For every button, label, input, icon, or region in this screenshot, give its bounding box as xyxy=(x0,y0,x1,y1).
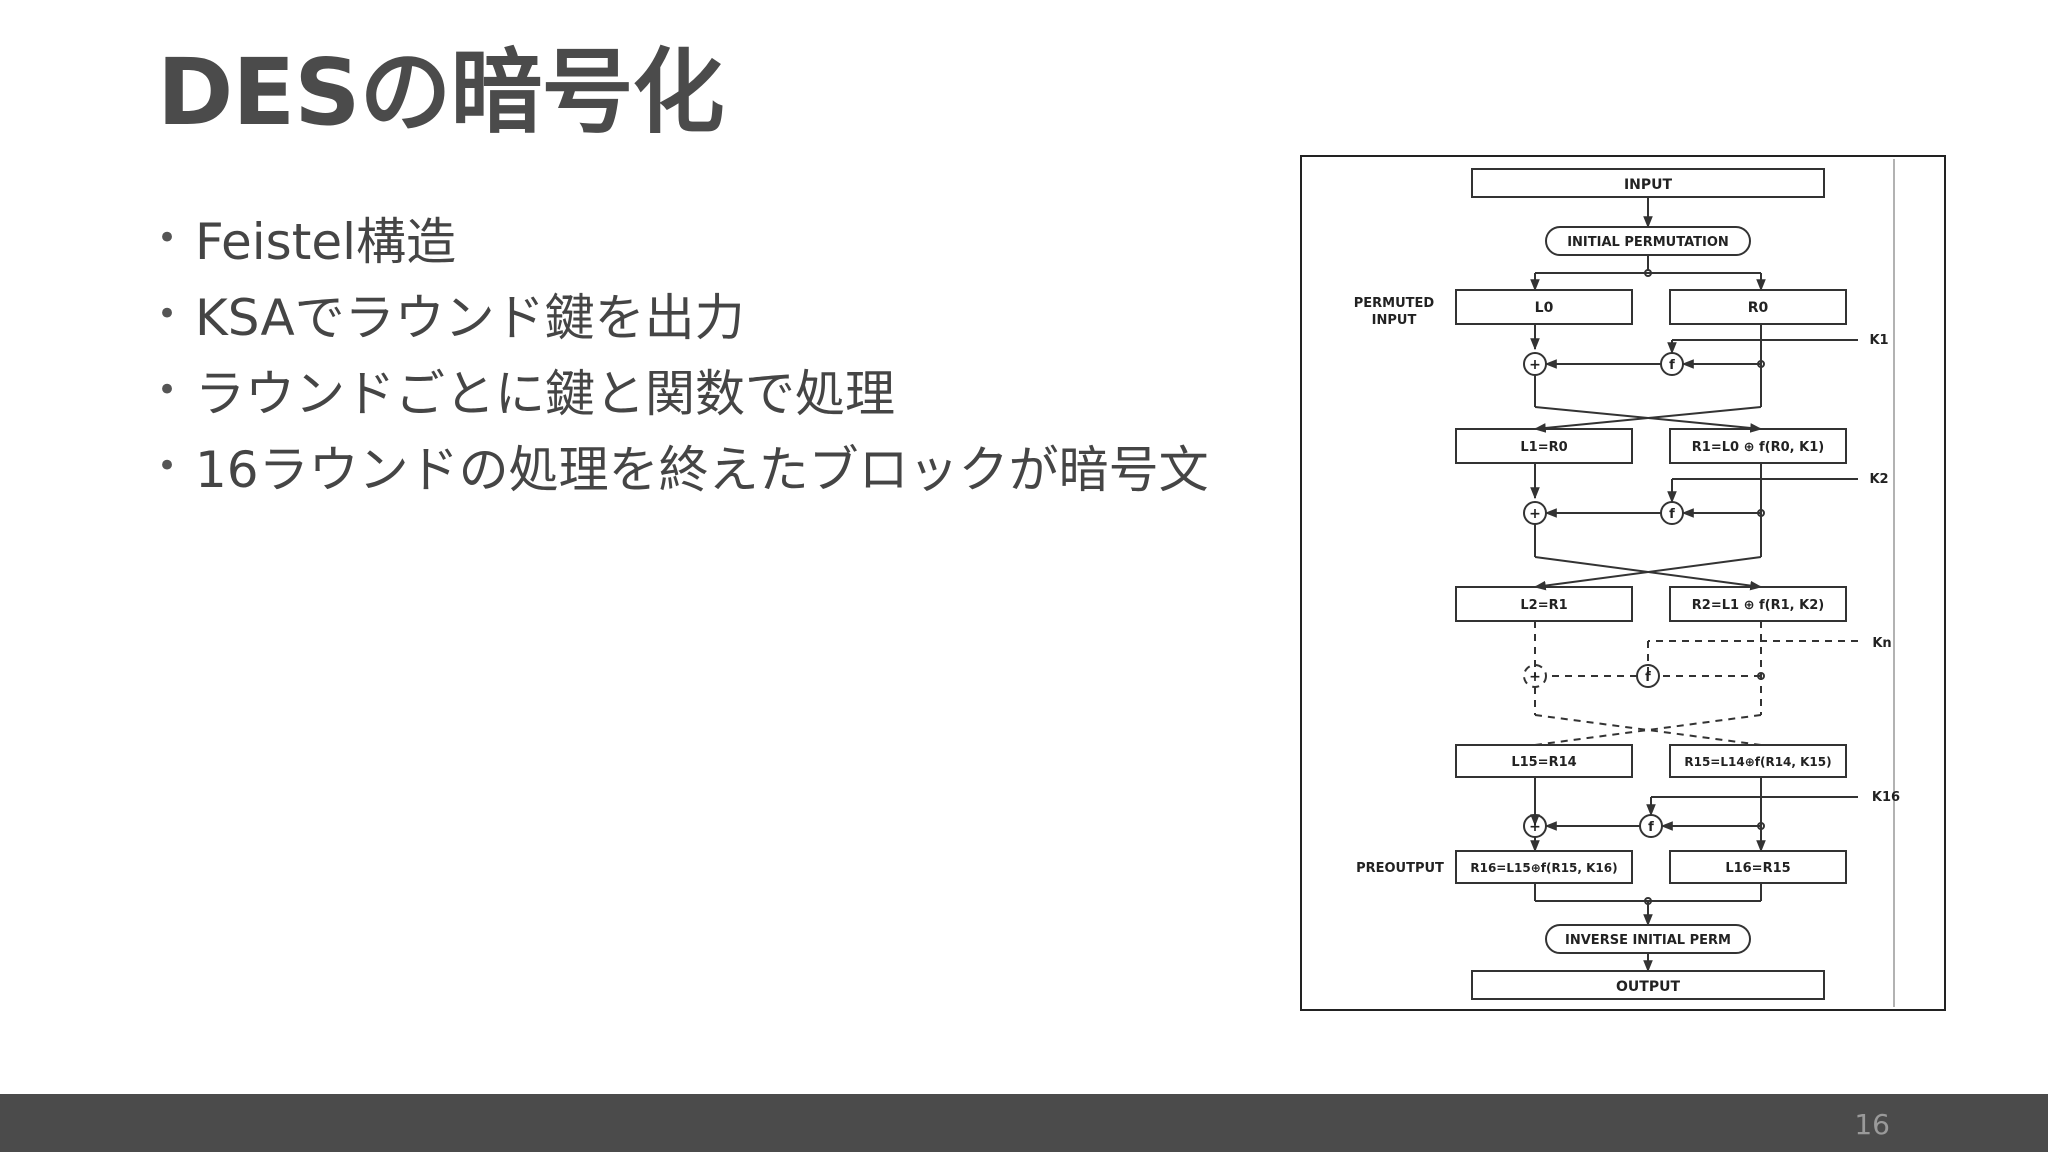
k1-label: K1 xyxy=(1869,333,1888,348)
r0-box xyxy=(1669,289,1847,325)
l2-label: L2=R1 xyxy=(1520,598,1567,613)
f-node-1 xyxy=(1660,352,1684,376)
bullet-item: • KSAでラウンド鍵を出力 xyxy=(157,276,1209,352)
des-feistel-diagram: INPUT INITIAL PERMUTATION PERMUTED INPUT… xyxy=(1354,159,1900,1007)
permuted-input-label-line2: INPUT xyxy=(1372,313,1417,328)
r2-label: R2=L1 ⊕ f(R1, K2) xyxy=(1692,598,1824,613)
bullet-text: KSAでラウンド鍵を出力 xyxy=(195,289,745,347)
l1-label: L1=R0 xyxy=(1520,440,1567,455)
l0-box xyxy=(1455,289,1633,325)
l15-box xyxy=(1455,744,1633,778)
xor-symbol-1: + xyxy=(1529,357,1541,373)
r16-label: R16=L15⊕f(R15, K16) xyxy=(1470,861,1617,875)
bullet-dot-icon: • xyxy=(157,218,178,258)
preoutput-label: PREOUTPUT xyxy=(1356,861,1444,876)
r2-box xyxy=(1669,586,1847,622)
l0-label: L0 xyxy=(1535,300,1554,316)
f-node-2 xyxy=(1660,501,1684,525)
output-box xyxy=(1471,970,1825,1000)
r16-box xyxy=(1455,850,1633,884)
f-symbol-16: f xyxy=(1648,820,1654,835)
xor-symbol-16: + xyxy=(1529,819,1541,835)
f-node-16 xyxy=(1639,814,1663,838)
des-diagram-figure: INPUT INITIAL PERMUTATION PERMUTED INPUT… xyxy=(1300,155,1946,1011)
l15-label: L15=R14 xyxy=(1511,755,1576,770)
r1-label: R1=L0 ⊕ f(R0, K1) xyxy=(1692,440,1824,455)
bullet-dot-icon: • xyxy=(157,370,178,410)
r0-label: R0 xyxy=(1748,300,1769,316)
kn-label: Kn xyxy=(1872,636,1891,651)
bullet-text: 16ラウンドの処理を終えたブロックが暗号文 xyxy=(195,441,1209,499)
bullet-dot-icon: • xyxy=(157,446,178,486)
bullet-text: ラウンドごとに鍵と関数で処理 xyxy=(195,365,895,423)
xor-symbol-2: + xyxy=(1529,506,1541,522)
initial-permutation-label: INITIAL PERMUTATION xyxy=(1567,235,1729,250)
r15-box xyxy=(1669,744,1847,778)
footer-bar: 16 xyxy=(0,1094,2048,1152)
r1-box xyxy=(1669,428,1847,464)
l2-box xyxy=(1455,586,1633,622)
k2-label: K2 xyxy=(1869,472,1888,487)
bullet-text: Feistel構造 xyxy=(195,213,456,271)
xor-symbol-n: + xyxy=(1529,669,1541,685)
l1-box xyxy=(1455,428,1633,464)
k16-label: K16 xyxy=(1872,790,1900,805)
inverse-initial-perm-label: INVERSE INITIAL PERM xyxy=(1565,933,1731,948)
slide-title: DESの暗号化 xyxy=(157,39,724,146)
l16-box xyxy=(1669,850,1847,884)
bullet-dot-icon: • xyxy=(157,294,178,334)
bullet-list: • Feistel構造 • KSAでラウンド鍵を出力 • ラウンドごとに鍵と関数で処理… xyxy=(157,200,1209,504)
bullet-item: • Feistel構造 xyxy=(157,200,1209,276)
f-symbol-n: f xyxy=(1645,670,1651,685)
f-symbol-2: f xyxy=(1669,507,1675,522)
input-label: INPUT xyxy=(1624,177,1673,193)
bullet-item: • 16ラウンドの処理を終えたブロックが暗号文 xyxy=(157,428,1209,504)
l16-label: L16=R15 xyxy=(1725,861,1790,876)
bullet-item: • ラウンドごとに鍵と関数で処理 xyxy=(157,352,1209,428)
f-symbol-1: f xyxy=(1669,358,1675,373)
output-label: OUTPUT xyxy=(1616,979,1680,995)
r15-label: R15=L14⊕f(R14, K15) xyxy=(1684,755,1831,769)
permuted-input-label-line1: PERMUTED xyxy=(1354,296,1435,311)
page-number: 16 xyxy=(1854,1108,1890,1141)
f-node-n xyxy=(1636,664,1660,688)
